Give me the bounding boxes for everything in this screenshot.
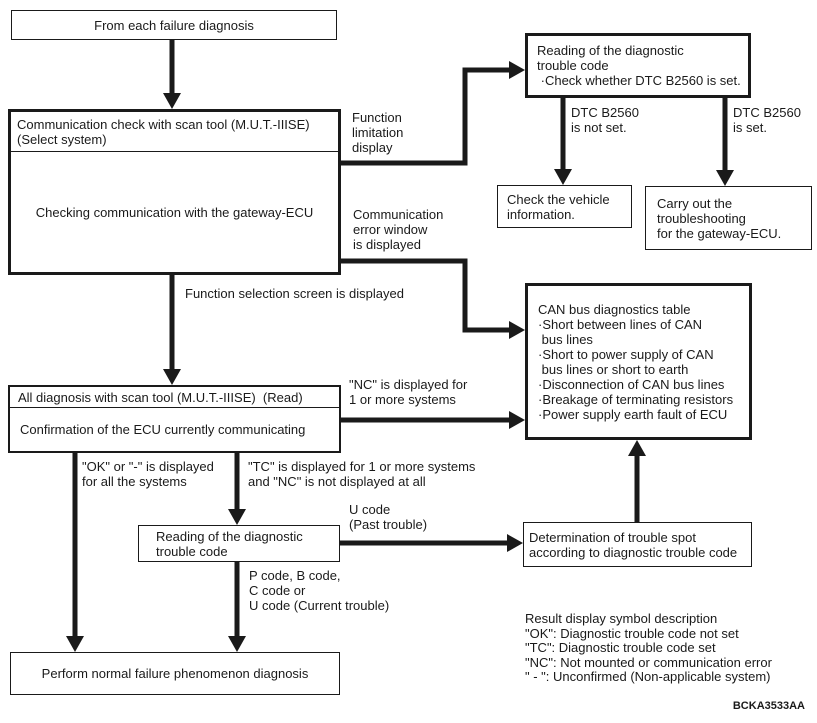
connector-comm-error: [341, 258, 525, 339]
label-u-code-past-trouble: U code (Past trouble): [349, 502, 428, 532]
node-reading-dtc-top: Reading of the diagnostic trouble code ·…: [525, 33, 751, 98]
node-communication-check-title: Communication check with scan tool (M.U.…: [11, 112, 338, 152]
node-all-diagnosis-body: Confirmation of the ECU currently commun…: [20, 422, 306, 437]
node-communication-check: Communication check with scan tool (M.U.…: [8, 109, 341, 275]
figure-code: BCKA3533AA: [732, 700, 805, 712]
label-p-b-c-u-code-current: P code, B code, C code or U code (Curren…: [249, 568, 390, 613]
legend-result-display-symbols: Result display symbol description "OK": …: [525, 611, 772, 684]
label-nc-displayed: "NC" is displayed for 1 or more systems: [349, 377, 468, 407]
node-from-each-failure-diagnosis: From each failure diagnosis: [11, 10, 337, 40]
node-reading-dtc-mid: Reading of the diagnostic trouble code: [138, 525, 340, 562]
label-dtc-b2560-set: DTC B2560 is set.: [733, 105, 801, 135]
node-determination-trouble-spot: Determination of trouble spot according …: [523, 522, 752, 567]
node-all-diagnosis-title: All diagnosis with scan tool (M.U.T.-III…: [10, 387, 339, 408]
label-ok-or-dash-displayed: "OK" or "-" is displayed for all the sys…: [82, 459, 214, 489]
node-check-vehicle-information: Check the vehicle information.: [497, 185, 632, 228]
node-all-diagnosis: All diagnosis with scan tool (M.U.T.-III…: [8, 385, 341, 453]
label-dtc-b2560-not-set: DTC B2560 is not set.: [571, 105, 639, 135]
label-tc-displayed: "TC" is displayed for 1 or more systems …: [248, 459, 476, 489]
connector-function-limitation: [341, 61, 525, 166]
label-function-selection-screen: Function selection screen is displayed: [185, 286, 404, 301]
node-carry-out-troubleshooting: Carry out the troubleshooting for the ga…: [645, 186, 812, 250]
node-can-bus-diagnostics-table: CAN bus diagnostics table ·Short between…: [525, 283, 752, 440]
label-function-limitation-display: Function limitation display: [352, 110, 404, 155]
label-communication-error-window: Communication error window is displayed: [353, 207, 444, 252]
node-perform-normal-diagnosis: Perform normal failure phenomenon diagno…: [10, 652, 340, 695]
node-communication-check-body: Checking communication with the gateway-…: [35, 204, 314, 220]
